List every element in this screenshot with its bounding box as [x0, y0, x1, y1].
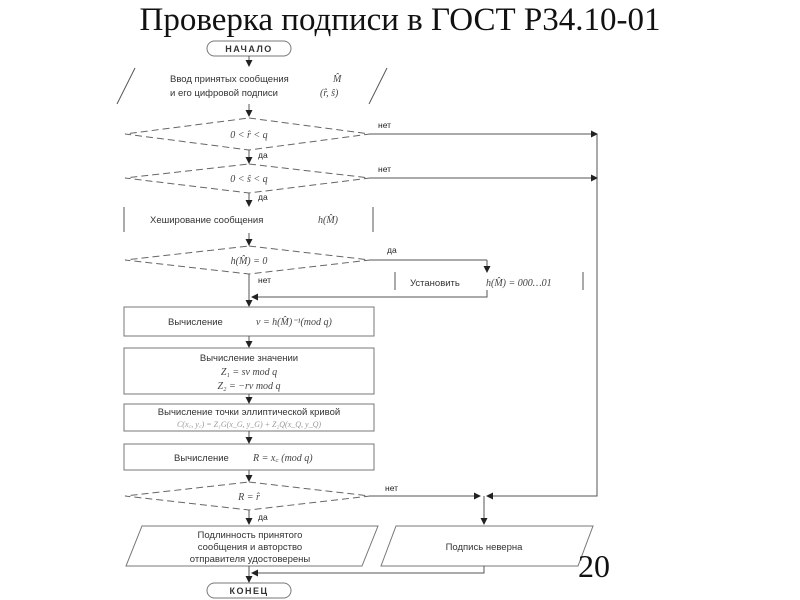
no-label: нет: [258, 275, 271, 285]
compute-z-title: Вычисление значении: [200, 353, 298, 364]
output-ok-line2: сообщения и авторство: [198, 542, 302, 553]
no-label: нет: [378, 120, 391, 130]
input-line2: и его цифровой подписи: [170, 88, 278, 99]
decision-h: h(M̂) = 0: [124, 245, 371, 275]
page-number: 20: [578, 548, 610, 584]
compute-z1: Z₁ = sv mod q: [221, 367, 277, 378]
compute-r-math: R = x꜀ (mod q): [252, 453, 313, 464]
input-line2-math: (r̂, ŝ): [320, 88, 339, 99]
compute-c-math: C(x꜀, y꜀) = Z₁G(x_G, y_G) + Z₂Q(x_Q, y_Q…: [177, 420, 321, 429]
input-line1-math: M̂: [332, 72, 342, 85]
output-fail-label: Подпись неверна: [446, 542, 524, 553]
yes-label: да: [258, 150, 268, 160]
end-terminal: КОНЕЦ: [206, 582, 292, 599]
hashing-math: h(M̂): [318, 213, 339, 226]
output-ok-line1: Подлинность принятого: [198, 530, 303, 541]
decision-h-label: h(M̂) = 0: [231, 254, 268, 267]
hashing-block: Хеширование сообщения h(M̂): [123, 207, 374, 232]
yes-label: да: [387, 245, 397, 255]
decision-final-label: R = r̂: [237, 492, 260, 503]
return-line: [486, 134, 598, 500]
decision-s: 0 < ŝ < q: [124, 163, 371, 194]
decision-final: R = r̂: [124, 481, 371, 511]
output-fail-block: Подпись неверна: [380, 525, 594, 567]
compute-z2: Z₂ = −rv mod q: [217, 381, 280, 392]
output-ok-block: Подлинность принятого сообщения и авторс…: [125, 525, 379, 567]
decision-r-label: 0 < r̂ < q: [230, 130, 267, 141]
no-label: нет: [385, 483, 398, 493]
yes-label: да: [258, 192, 268, 202]
slide-title: Проверка подписи в ГОСТ Р34.10-01: [139, 2, 661, 38]
compute-c-block: Вычисление точки эллиптической кривой C(…: [123, 403, 375, 432]
start-label: НАЧАЛО: [225, 44, 273, 54]
no-label: нет: [378, 164, 391, 174]
decision-r: 0 < r̂ < q: [124, 117, 371, 151]
compute-z-block: Вычисление значении Z₁ = sv mod q Z₂ = −…: [123, 347, 375, 395]
input-block: Ввод принятых сообщения M̂ и его цифрово…: [116, 67, 388, 105]
set-h-math: h(M̂) = 000…01: [486, 276, 552, 289]
output-ok-line3: отправителя удостоверены: [190, 554, 311, 565]
compute-v-label: Вычисление: [168, 317, 223, 328]
input-line1: Ввод принятых сообщения: [170, 74, 289, 85]
end-label: КОНЕЦ: [229, 586, 268, 596]
start-terminal: НАЧАЛО: [206, 40, 292, 57]
arrow-merge: [251, 290, 488, 301]
decision-s-label: 0 < ŝ < q: [230, 174, 267, 185]
compute-v-block: Вычисление v = h(M̂)⁻¹(mod q): [123, 306, 375, 337]
set-h-label: Установить: [410, 278, 460, 289]
yes-label: да: [258, 512, 268, 522]
hashing-label: Хеширование сообщения: [150, 215, 263, 226]
set-h-block: Установить h(M̂) = 000…01: [394, 272, 584, 290]
compute-r-block: Вычисление R = x꜀ (mod q): [123, 443, 375, 471]
compute-r-label: Вычисление: [174, 453, 229, 464]
compute-v-math: v = h(M̂)⁻¹(mod q): [256, 315, 333, 328]
compute-c-title: Вычисление точки эллиптической кривой: [158, 407, 340, 418]
arrow-merge: [251, 566, 485, 577]
